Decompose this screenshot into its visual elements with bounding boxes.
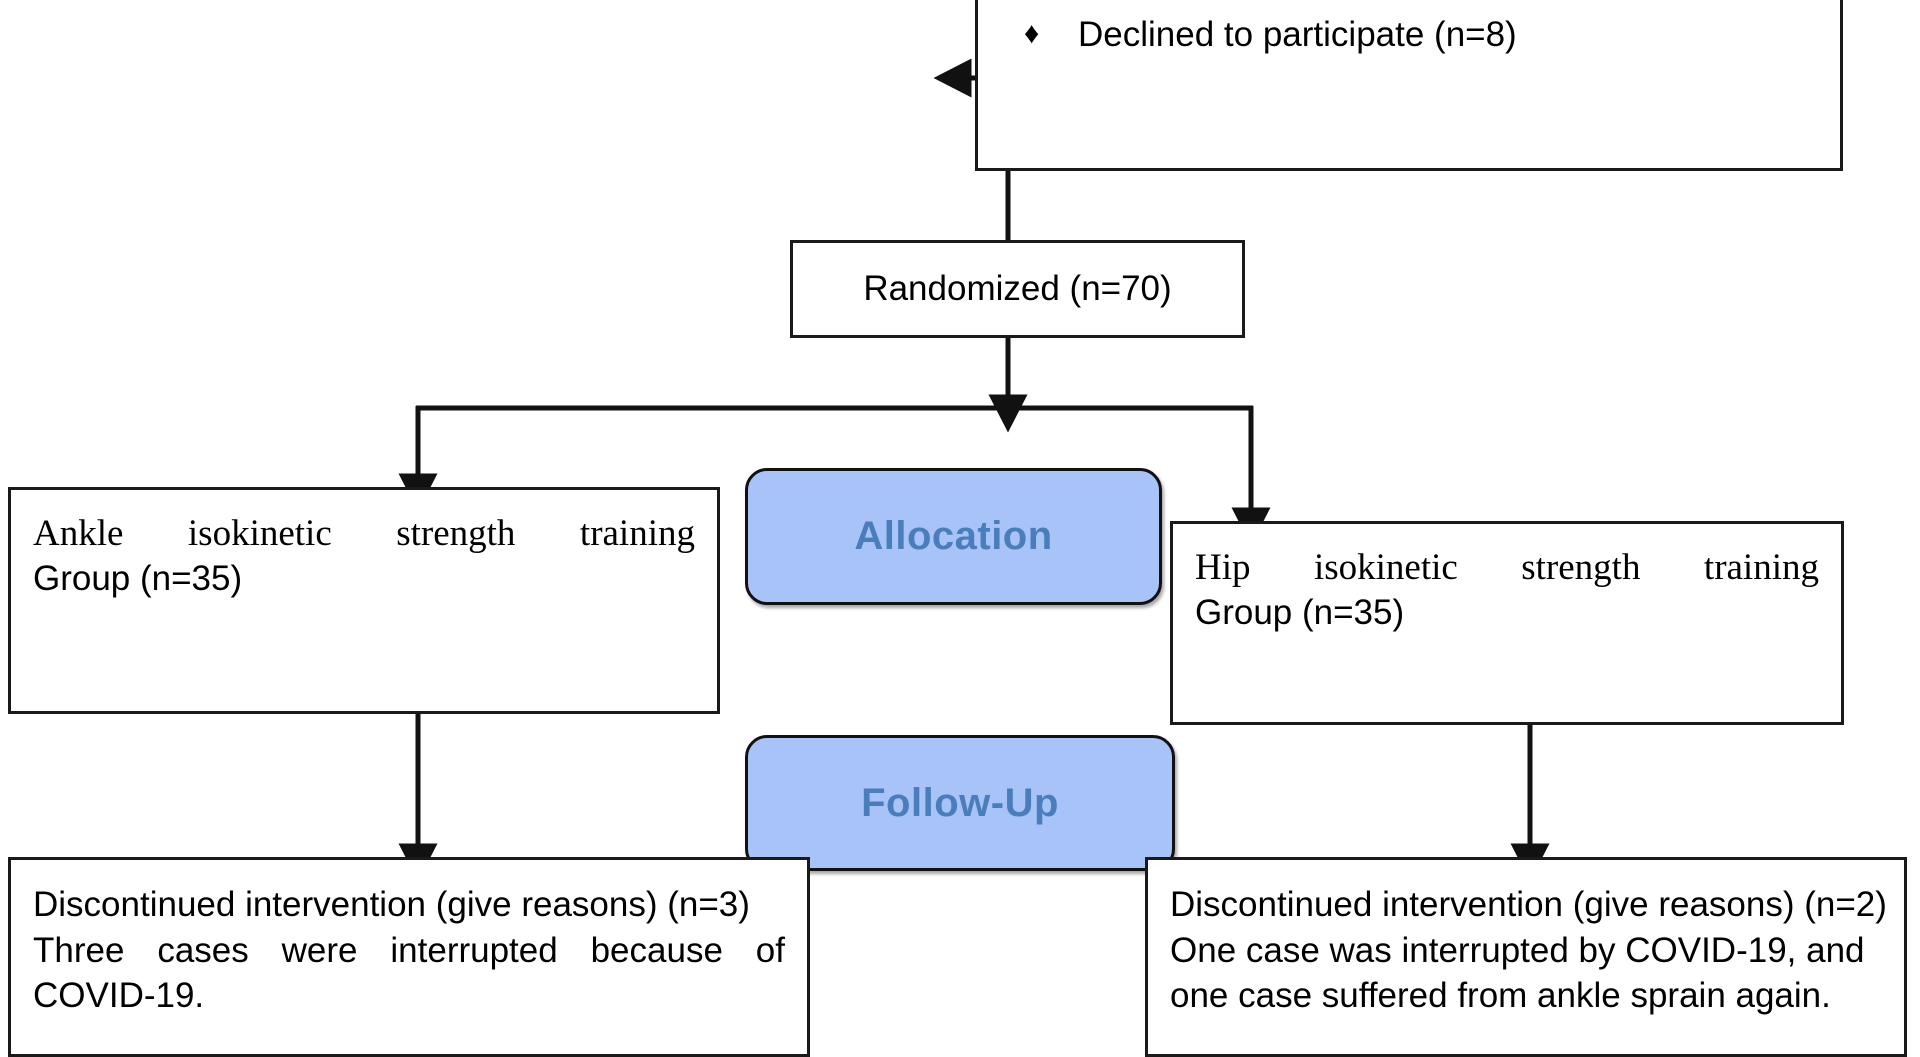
hip-group-line2: Group (n=35) [1195, 593, 1405, 633]
discontinued-right-line2: One case was interrupted by COVID-19, an… [1170, 930, 1865, 970]
allocation-stage-label: Allocation [745, 468, 1162, 605]
discontinued-left-line1: Discontinued intervention (give reasons)… [33, 885, 750, 924]
ankle-group-line2: Group (n=35) [33, 559, 243, 599]
list-item: ♦ Not meeting inclusion criteria (n=12) [1000, 0, 1840, 4]
discontinued-left-line3: COVID-19. [33, 976, 205, 1015]
discontinued-right-line1: Discontinued intervention (give reasons)… [1170, 885, 1887, 924]
followup-label-text: Follow-Up [861, 780, 1059, 825]
allocation-label-text: Allocation [854, 514, 1053, 558]
ankle-group-line1: Ankle isokinetic strength training [33, 513, 695, 554]
hip-group-box: Hip isokinetic strength training Group (… [1170, 521, 1844, 725]
ankle-group-box: Ankle isokinetic strength training Group… [8, 487, 720, 714]
list-item: ♦ Declined to participate (n=8) [1000, 12, 1840, 59]
diamond-bullet-icon: ♦ [1024, 17, 1040, 51]
discontinued-left-box: Discontinued intervention (give reasons)… [8, 857, 810, 1057]
randomized-box: Randomized (n=70) [790, 240, 1245, 338]
discontinued-right-line3: one case suffered from ankle sprain agai… [1170, 976, 1831, 1015]
excluded-reason-text: Declined to participate (n=8) [1078, 15, 1517, 55]
discontinued-right-box: Discontinued intervention (give reasons)… [1145, 857, 1907, 1057]
followup-stage-label: Follow-Up [745, 735, 1175, 871]
excluded-box: Excluded (n=20) ♦ Not meeting inclusion … [975, 0, 1843, 171]
hip-group-line1: Hip isokinetic strength training [1195, 547, 1819, 588]
discontinued-left-line2: Three cases were interrupted because of [33, 930, 785, 970]
excluded-reason-list: ♦ Not meeting inclusion criteria (n=12) … [1000, 0, 1840, 59]
connector-lines [398, 0, 1550, 882]
consort-flow-diagram: Excluded (n=20) ♦ Not meeting inclusion … [8, 0, 1907, 1057]
randomized-label: Randomized (n=70) [863, 269, 1172, 308]
